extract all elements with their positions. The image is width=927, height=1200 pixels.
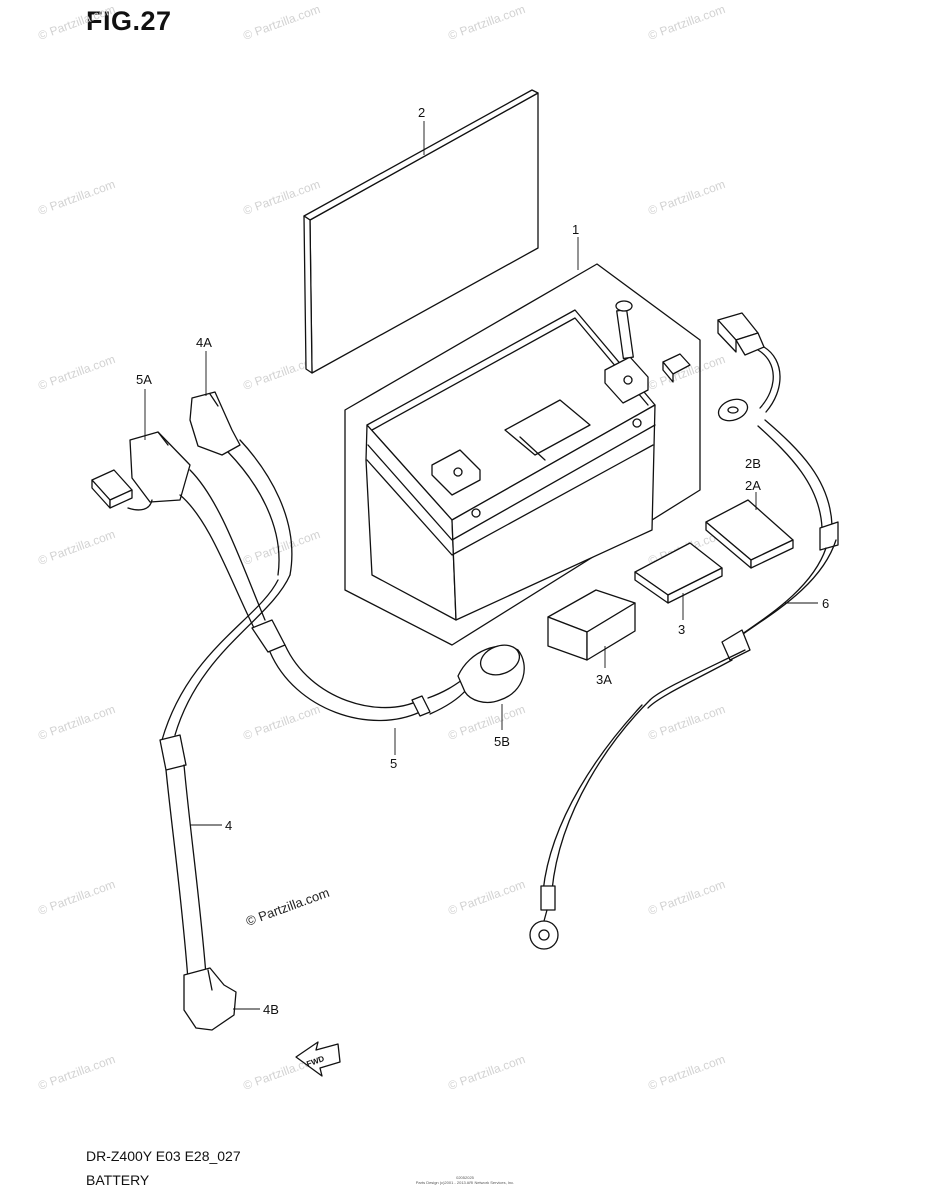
callout-4B: 4B <box>263 1002 279 1017</box>
watermark-text: © Partzilla.com <box>241 527 322 568</box>
callout-6: 6 <box>822 596 829 611</box>
part-1-assembly-outline <box>344 263 701 646</box>
watermark-text: © Partzilla.com <box>241 2 322 43</box>
copyright-line-1: 02052025 <box>456 1175 474 1180</box>
watermark-text: © Partzilla.com <box>446 2 527 43</box>
callout-3A: 3A <box>596 672 612 687</box>
watermark-text: © Partzilla.com <box>646 1052 727 1093</box>
part-5-positive-cable[interactable] <box>91 431 525 722</box>
copyright-note: 02052025 Parts Design (c)2001 - 2013 ARI… <box>400 1175 530 1185</box>
watermark-text: © Partzilla.com <box>241 702 322 743</box>
watermark-text: © Partzilla.com <box>36 177 117 218</box>
callout-5B: 5B <box>494 734 510 749</box>
part-2A-2B-pad[interactable] <box>705 499 794 569</box>
watermark-text: © Partzilla.com <box>646 352 727 393</box>
part-1-battery[interactable] <box>365 300 691 621</box>
watermark-text: © Partzilla.com <box>36 1052 117 1093</box>
watermark-text: © Partzilla.com <box>646 2 727 43</box>
callout-2A: 2A <box>745 478 761 493</box>
watermark-text: © Partzilla.com <box>446 877 527 918</box>
watermark-text: © Partzilla.com <box>36 2 117 43</box>
part-4-long-cable[interactable] <box>159 391 293 1031</box>
callout-2: 2 <box>418 105 425 120</box>
figure-title: FIG.27 <box>86 6 172 36</box>
watermark-center-text: © Partzilla.com <box>244 885 331 929</box>
watermark-text: © Partzilla.com <box>36 702 117 743</box>
callout-labels: 2 1 4A 5A 2B 2A 3 3A 6 5 5B 4 4B <box>136 105 829 1017</box>
part-3A-block[interactable] <box>547 589 636 661</box>
callout-1: 1 <box>572 222 579 237</box>
callout-4: 4 <box>225 818 232 833</box>
diagram-code: DR-Z400Y E03 E28_027 <box>86 1148 241 1164</box>
watermark-text: © Partzilla.com <box>36 352 117 393</box>
callout-5: 5 <box>390 756 397 771</box>
watermark-text: © Partzilla.com <box>241 177 322 218</box>
leader-lines <box>144 121 818 1010</box>
watermark-text: © Partzilla.com <box>646 177 727 218</box>
diagram-name: BATTERY <box>86 1172 150 1188</box>
fwd-arrow-icon: FWD <box>295 1041 341 1077</box>
callout-3: 3 <box>678 622 685 637</box>
watermark-text: © Partzilla.com <box>446 1052 527 1093</box>
watermark-text: © Partzilla.com <box>36 527 117 568</box>
watermark-text: © Partzilla.com <box>446 702 527 743</box>
callout-5A: 5A <box>136 372 152 387</box>
part-3-pad[interactable] <box>634 542 723 604</box>
watermark-text: © Partzilla.com <box>36 877 117 918</box>
callout-2B: 2B <box>745 456 761 471</box>
watermark-text: © Partzilla.com <box>646 877 727 918</box>
copyright-line-2: Parts Design (c)2001 - 2013 ARI Network … <box>415 1180 515 1185</box>
part-2-battery-plate[interactable] <box>303 89 539 374</box>
watermark-text: © Partzilla.com <box>646 702 727 743</box>
part-6-negative-cable[interactable] <box>529 312 839 950</box>
callout-4A: 4A <box>196 335 212 350</box>
